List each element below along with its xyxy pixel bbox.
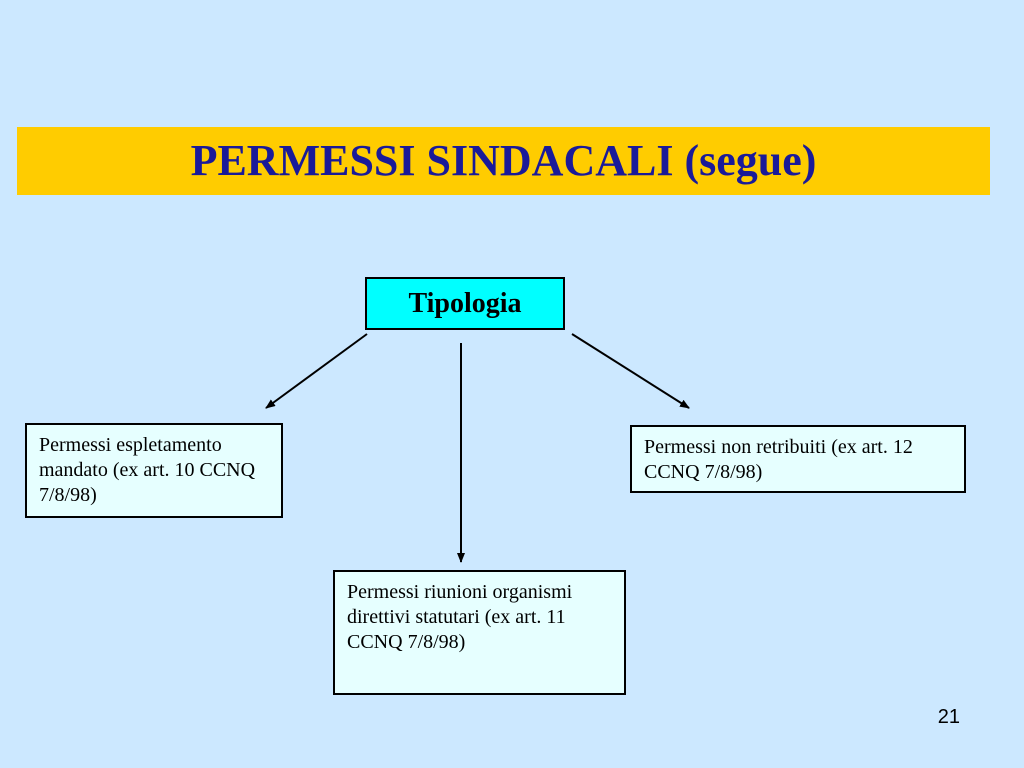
arrow-to-right-node [571,333,690,409]
arrow-to-left-node [265,333,368,409]
root-node-label: Tipologia [408,287,522,319]
slide-title: PERMESSI SINDACALI (segue) [190,136,817,185]
title-bar: PERMESSI SINDACALI (segue) [17,127,990,195]
node-permessi-espletamento-mandato: Permessi espletamento mandato (ex art. 1… [25,423,283,518]
slide-number: 21 [937,706,960,728]
node-permessi-non-retribuiti: Permessi non retribuiti (ex art. 12 CCNQ… [630,425,966,493]
node-left-label: Permessi espletamento mandato (ex art. 1… [39,434,256,506]
root-node-tipologia: Tipologia [365,277,565,330]
node-bottom-label: Permessi riunioni organismi direttivi st… [347,581,573,653]
node-permessi-riunioni-organismi: Permessi riunioni organismi direttivi st… [333,570,626,695]
node-right-label: Permessi non retribuiti (ex art. 12 CCNQ… [644,436,913,483]
